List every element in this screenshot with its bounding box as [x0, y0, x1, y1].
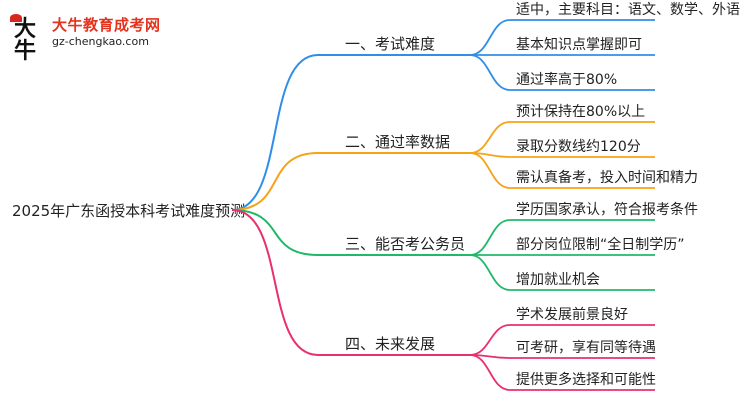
root-connector-4 — [231, 209, 319, 356]
child-label-1-1[interactable]: 适中，主要科目：语文、数学、外语 — [516, 2, 740, 18]
child-label-4-3[interactable]: 提供更多选择和可能性 — [516, 371, 656, 388]
root-connector-1 — [231, 54, 319, 211]
child-label-4-2[interactable]: 可考研，享有同等待遇 — [516, 339, 656, 356]
child-label-2-2[interactable]: 录取分数线约120分 — [516, 139, 641, 155]
child-label-3-2[interactable]: 部分岗位限制“全日制学历” — [516, 236, 685, 253]
child-connector-2-3 — [469, 152, 511, 189]
root-connector-2 — [231, 152, 319, 211]
child-connector-4-3 — [469, 354, 511, 391]
child-connector-2-1 — [469, 121, 511, 154]
child-connector-3-1 — [469, 219, 511, 256]
logo-domain: gz-chengkao.com — [52, 35, 149, 48]
ox-logo-icon: 大牛 — [8, 12, 56, 62]
child-label-1-3[interactable]: 通过率高于80% — [516, 71, 617, 88]
root-topic[interactable]: 2025年广东函授本科考试难度预测 — [12, 202, 245, 220]
child-connector-1-1 — [469, 19, 511, 56]
child-label-2-3[interactable]: 需认真备考，投入时间和精力 — [516, 169, 698, 186]
branch-label-4[interactable]: 四、未来发展 — [345, 335, 435, 353]
child-connector-4-1 — [469, 324, 511, 356]
branch-label-1[interactable]: 一、考试难度 — [345, 35, 435, 53]
child-connector-1-3 — [469, 54, 511, 91]
site-logo[interactable]: 大牛 大牛教育成考网 gz-chengkao.com — [8, 12, 183, 62]
child-connector-3-3 — [469, 254, 511, 291]
branch-label-2[interactable]: 二、通过率数据 — [345, 133, 450, 151]
branch-label-3[interactable]: 三、能否考公务员 — [345, 235, 465, 253]
logo-site-name: 大牛教育成考网 — [52, 16, 161, 34]
child-label-2-1[interactable]: 预计保持在80%以上 — [516, 104, 645, 120]
child-label-3-3[interactable]: 增加就业机会 — [516, 272, 600, 288]
child-label-3-1[interactable]: 学历国家承认，符合报考条件 — [516, 201, 698, 218]
root-connector-3 — [231, 209, 319, 256]
child-label-1-2[interactable]: 基本知识点掌握即可 — [516, 36, 642, 53]
child-label-4-1[interactable]: 学术发展前景良好 — [516, 306, 628, 323]
